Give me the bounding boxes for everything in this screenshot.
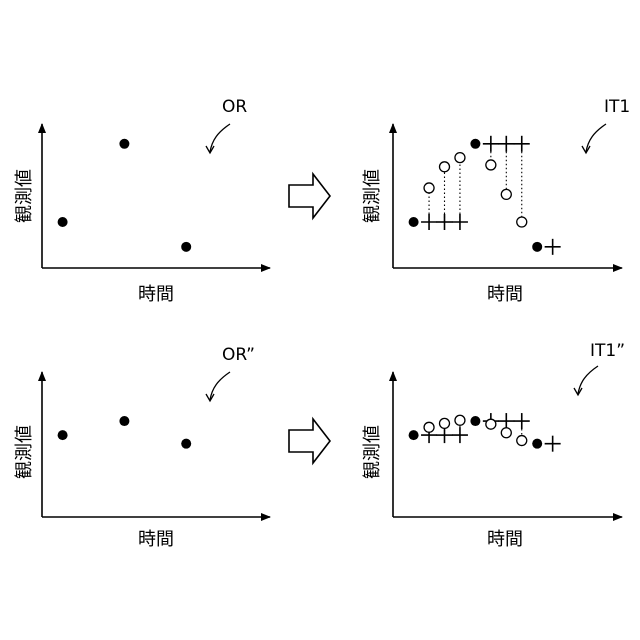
estimate-cross [514,413,530,429]
transform-arrow-top [289,174,330,218]
observed-point [470,139,480,149]
estimate-cross [498,136,514,152]
estimate-cross [498,413,514,429]
plot-marks [58,139,192,252]
plot-marks [409,413,561,452]
observed-point [58,217,68,227]
estimate-cross [437,427,453,443]
x-axis-label: 時間 [487,529,523,550]
plot-marks [58,416,192,449]
y-axis-label: 観測値 [362,425,383,479]
panel-tag: OR” [222,345,255,365]
x-axis-label: 時間 [487,284,523,305]
observed-point [409,430,419,440]
observed-point [119,139,129,149]
interpolated-point [455,153,465,163]
interpolated-point [424,183,434,193]
estimate-cross [452,214,468,230]
panel-bottom-right: 時間 観測値 IT1” [362,341,625,550]
panel-tag: OR [222,97,247,117]
interpolated-point [486,419,496,429]
observed-point [532,242,542,252]
observed-point [181,439,191,449]
estimate-cross [545,436,561,452]
panel-top-right: 時間 観測値 IT1 [362,97,630,305]
interpolated-point [486,160,496,170]
interpolated-point [501,428,511,438]
panel-top-left: 時間 観測値 OR [14,97,270,305]
observed-point [470,416,480,426]
estimate-cross [514,136,530,152]
observed-point [119,416,129,426]
panel-tag: IT1” [590,341,625,361]
observed-point [409,217,419,227]
estimate-cross [421,214,437,230]
interpolated-point [517,436,527,446]
estimate-cross [452,427,468,443]
plot-marks [409,136,561,255]
y-axis-label: 観測値 [14,169,35,223]
x-axis-label: 時間 [138,529,174,550]
panel-bottom-left: 時間 観測値 OR” [14,345,270,550]
estimate-cross [437,214,453,230]
estimate-cross [545,239,561,255]
transform-arrow-bottom [289,419,330,463]
y-axis-label: 観測値 [14,425,35,479]
interpolated-point [440,418,450,428]
observed-point [532,439,542,449]
y-axis-label: 観測値 [362,169,383,223]
panel-tag: IT1 [604,97,630,117]
interpolated-point [517,217,527,227]
estimate-cross [483,136,499,152]
x-axis-label: 時間 [138,284,174,305]
observed-point [58,430,68,440]
interpolated-point [424,422,434,432]
interpolated-point [440,162,450,172]
interpolated-point [455,415,465,425]
interpolated-point [501,189,511,199]
observed-point [181,242,191,252]
